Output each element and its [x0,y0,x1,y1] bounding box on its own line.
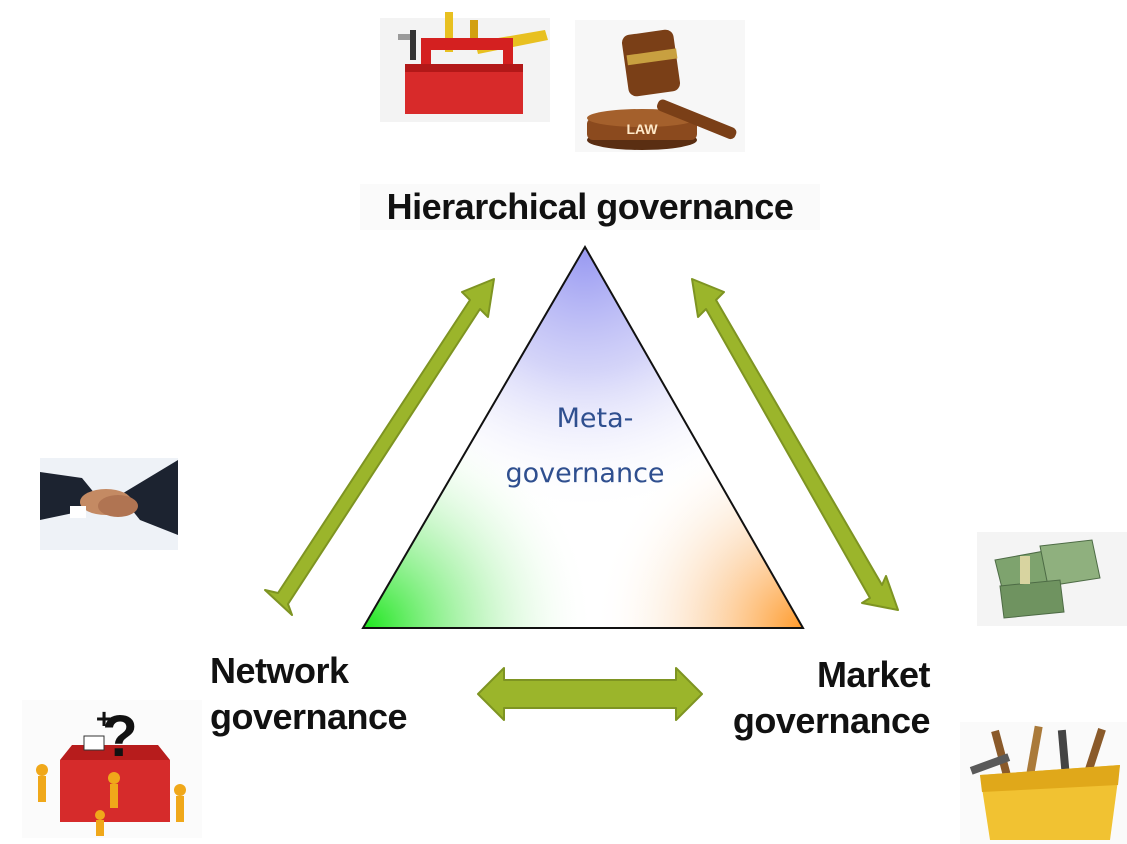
svg-text:+: + [96,703,112,734]
network-label-line1: Network [210,650,349,691]
team-toolbox-icon: ? + [22,700,202,838]
gavel-icon: LAW [575,20,745,152]
market-label-line2: governance [732,700,931,741]
law-plaque-text: LAW [626,121,658,137]
network-governance-label: Network governance [210,648,470,740]
market-governance-label: Market governance [690,652,931,744]
meta-governance-label-line1: Meta- [556,403,634,434]
handshake-icon [40,458,178,550]
arrow-hierarchical-market [691,278,899,611]
arrow-network-market [477,667,703,721]
hierarchical-governance-label: Hierarchical governance [360,184,820,230]
toolbox-icon [380,12,550,122]
svg-text:?: ? [102,704,137,769]
meta-governance-label-line2: governance [505,458,665,489]
meta-governance-triangle [361,245,805,629]
money-icon [977,532,1127,626]
arrow-network-hierarchical [264,278,495,616]
tool-caddy-icon [960,722,1127,844]
market-label-line1: Market [816,654,931,695]
network-label-line2: governance [210,696,408,737]
